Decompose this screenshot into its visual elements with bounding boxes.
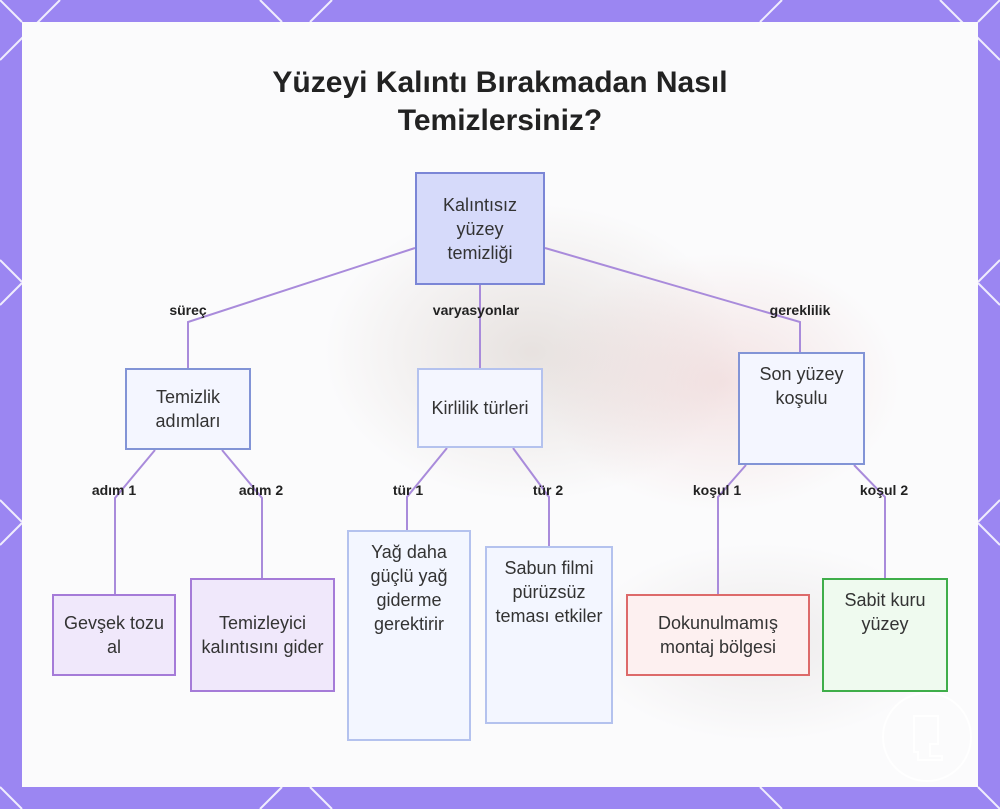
- watermark-logo-icon: [882, 692, 972, 782]
- node-step1: Gevşek tozu al: [52, 594, 176, 676]
- edge-dirt-type2: [512, 447, 550, 546]
- node-cond2: Sabit kuru yüzey: [822, 578, 948, 692]
- edge-label-type1: tür 1: [392, 482, 424, 498]
- node-dirt: Kirlilik türleri: [417, 368, 543, 448]
- node-type1: Yağ daha güçlü yağ giderme gerektirir: [347, 530, 471, 741]
- node-cond2-label: Sabit kuru yüzey: [844, 590, 926, 634]
- edge-steps-step2: [221, 449, 263, 578]
- node-step2: Temizleyici kalıntısını gider: [190, 578, 335, 692]
- edge-surface-cond1: [717, 464, 747, 594]
- node-root: Kalıntısız yüzey temizliği: [415, 172, 545, 285]
- diagram-title: Yüzeyi Kalıntı Bırakmadan Nasıl Temizler…: [0, 64, 1000, 140]
- node-step1-label: Gevşek tozu al: [63, 613, 165, 657]
- edge-label-step1: adım 1: [91, 482, 137, 498]
- node-dirt-label: Kirlilik türleri: [431, 398, 529, 418]
- edge-label-type2: tür 2: [532, 482, 564, 498]
- node-type1-label: Yağ daha güçlü yağ giderme gerektirir: [370, 542, 448, 634]
- edge-label-process: süreç: [169, 302, 207, 318]
- node-step2-label: Temizleyici kalıntısını gider: [201, 613, 324, 657]
- node-steps: Temizlik adımları: [125, 368, 251, 450]
- node-steps-label: Temizlik adımları: [155, 387, 221, 431]
- node-surface-label: Son yüzey koşulu: [759, 364, 844, 408]
- edge-label-cond2: koşul 2: [859, 482, 909, 498]
- edge-steps-step1: [114, 449, 156, 594]
- edge-label-necessity: gereklilik: [769, 302, 831, 318]
- edge-label-cond1: koşul 1: [692, 482, 742, 498]
- title-line-2: Temizlersiniz?: [397, 104, 603, 137]
- node-root-label: Kalıntısız yüzey temizliği: [442, 194, 518, 263]
- node-cond1: Dokunulmamış montaj bölgesi: [626, 594, 810, 676]
- node-cond1-label: Dokunulmamış montaj bölgesi: [657, 613, 779, 657]
- edge-label-variations: varyasyonlar: [432, 302, 520, 318]
- edge-dirt-type1: [406, 447, 448, 530]
- node-type2: Sabun filmi pürüzsüz teması etkiler: [485, 546, 613, 724]
- edge-label-step2: adım 2: [238, 482, 284, 498]
- edge-root-surface: [544, 247, 801, 352]
- edge-root-steps: [187, 247, 416, 368]
- node-type2-label: Sabun filmi pürüzsüz teması etkiler: [495, 558, 603, 626]
- title-line-1: Yüzeyi Kalıntı Bırakmadan Nasıl: [272, 66, 728, 99]
- node-surface: Son yüzey koşulu: [738, 352, 865, 465]
- edge-surface-cond2: [853, 464, 886, 578]
